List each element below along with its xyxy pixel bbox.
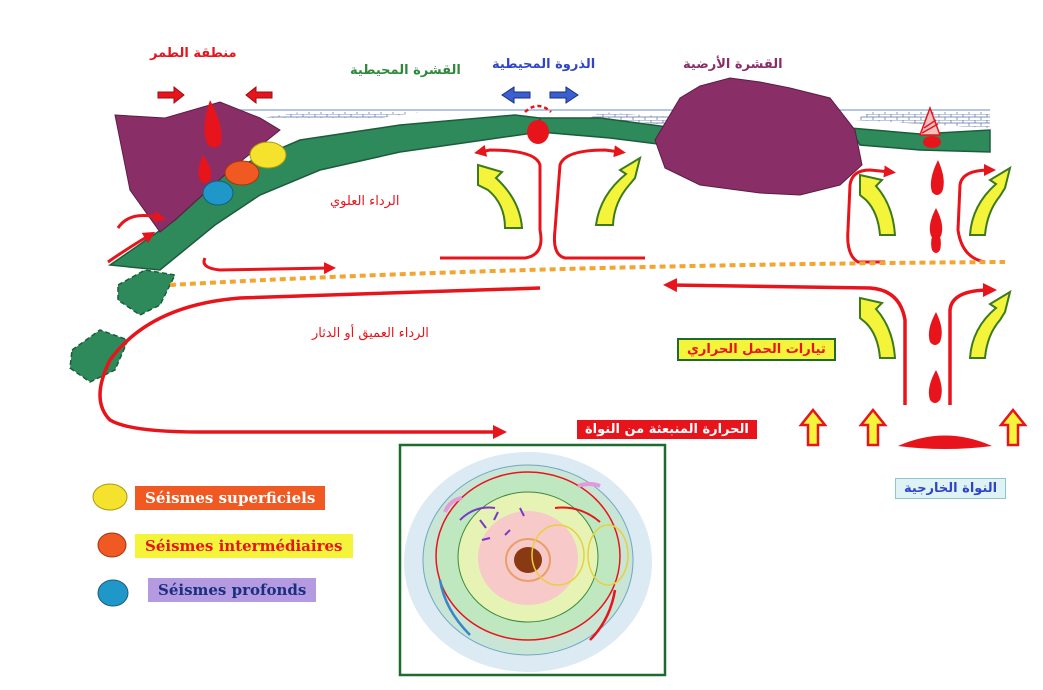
legend-intermediate-swatch xyxy=(98,533,126,557)
plume-drops xyxy=(929,160,944,403)
legend-shallow-swatch xyxy=(93,484,127,510)
converge-arrow-right xyxy=(246,87,272,103)
hotspot-magma-top xyxy=(923,136,941,148)
legend-intermediate-label: Séismes intermédiaires xyxy=(135,534,353,558)
core-heat-arrows xyxy=(801,410,1025,445)
convection-under-plate xyxy=(204,258,330,270)
inset-earth xyxy=(404,452,652,672)
convection-ridge-left xyxy=(440,150,541,258)
oceanic-plate-right xyxy=(850,128,990,152)
ridge-magma-flow xyxy=(525,106,551,112)
diverge-arrow-left xyxy=(502,87,530,103)
sediment-left xyxy=(262,112,420,118)
mantle-boundary xyxy=(170,262,1005,285)
continental-block-right xyxy=(655,78,862,195)
diverge-arrow-right xyxy=(550,87,578,103)
quake-shallow-shape xyxy=(250,142,286,168)
label-core-heat: الحرارة المنبعثة من النواة xyxy=(577,420,757,439)
slab-fragment-2 xyxy=(70,330,128,382)
label-oceanic-crust: القشرة المحيطية xyxy=(350,63,461,78)
quake-intermediate-shape xyxy=(225,161,259,185)
legend-deep-label: Séismes profonds xyxy=(148,578,316,602)
slab-fragment-1 xyxy=(118,270,175,315)
label-outer-core: النواة الخارجية xyxy=(895,478,1006,499)
quake-deep-shape xyxy=(203,181,233,205)
sediment-right xyxy=(855,112,990,128)
outer-core-lens xyxy=(898,436,992,450)
deep-convection-top xyxy=(100,288,540,432)
label-continental-crust: القشرة الأرضية xyxy=(683,57,783,72)
ridge-magma xyxy=(527,120,549,144)
label-oceanic-ridge: الذروة المحيطية xyxy=(492,57,595,72)
label-subduction-zone: منطقة الطمر xyxy=(150,46,237,61)
label-upper-mantle: الرداء العلوي xyxy=(330,194,399,209)
legend-deep-swatch xyxy=(98,580,128,606)
label-deep-mantle: الرداء العميق أو الدثار xyxy=(312,326,429,341)
label-convection-currents: تيارات الحمل الحراري xyxy=(677,338,836,361)
converge-arrow-left xyxy=(158,87,184,103)
legend-shallow-label: Séismes superficiels xyxy=(135,486,325,510)
